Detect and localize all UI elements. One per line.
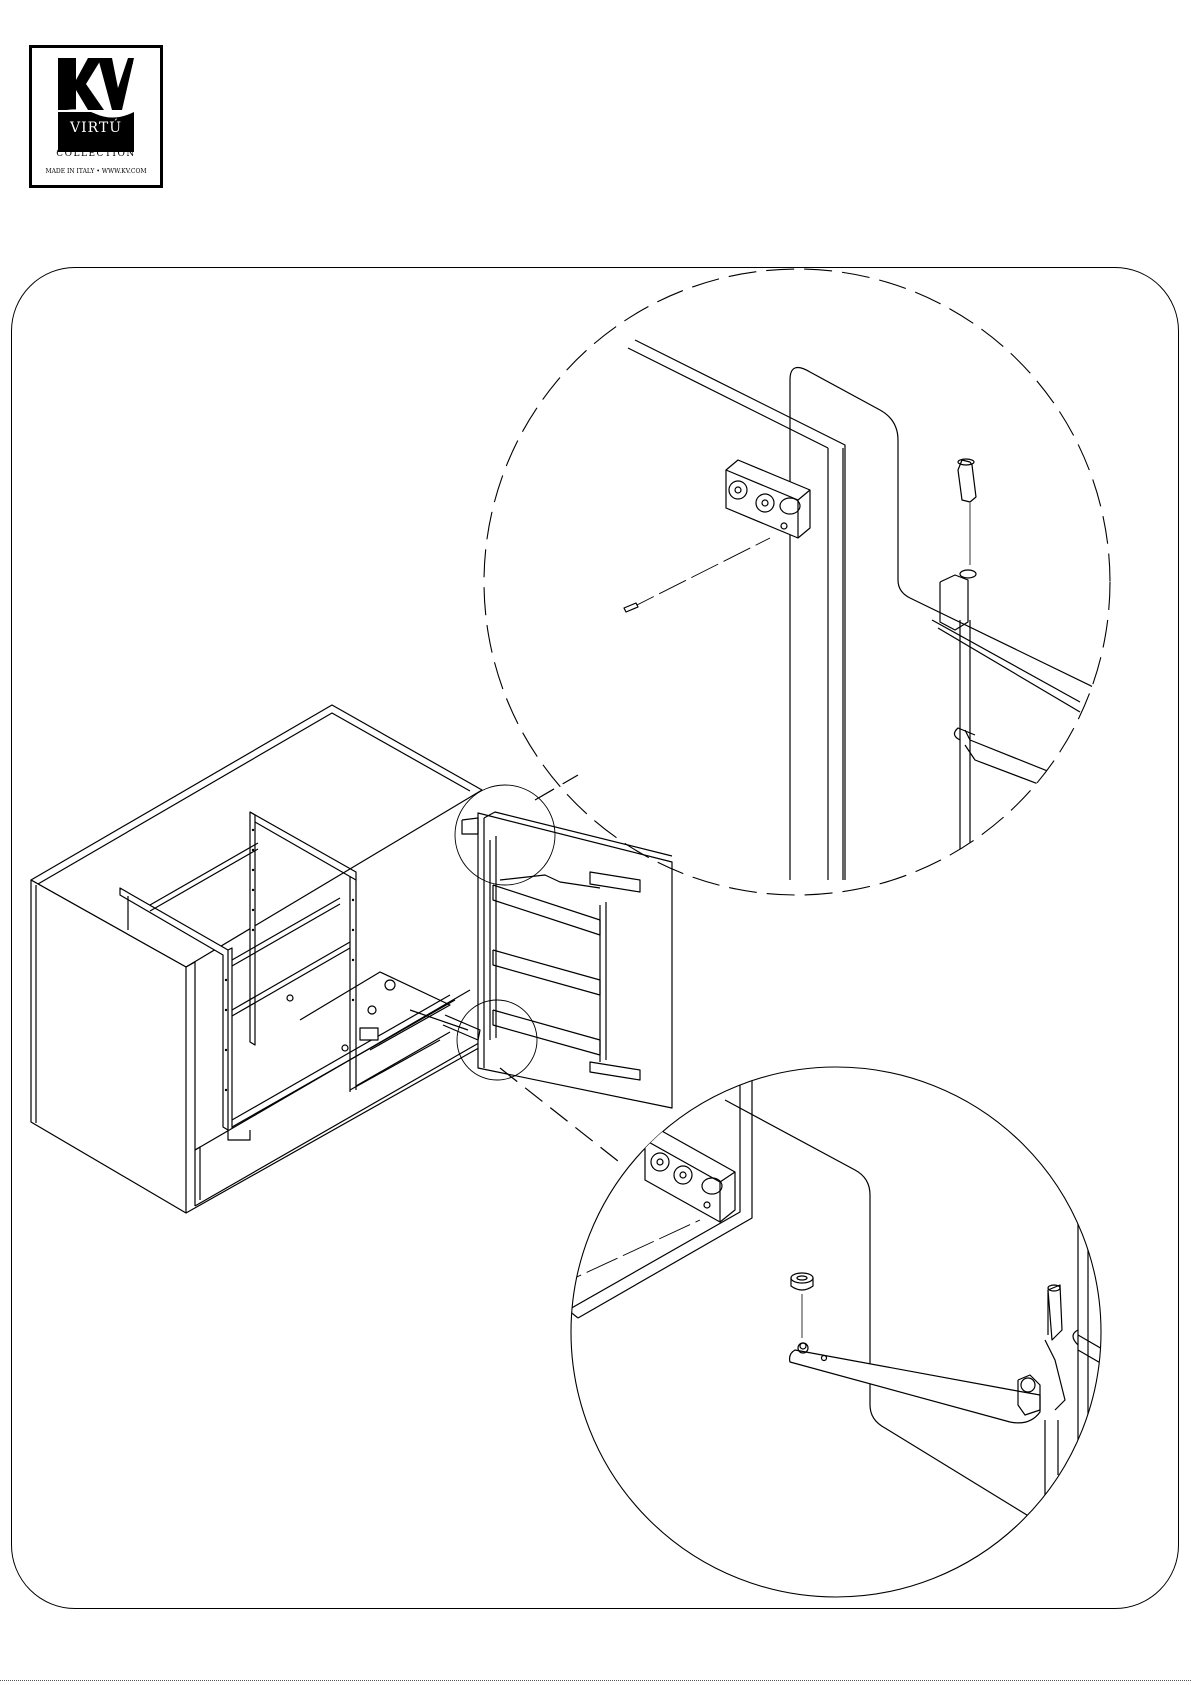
cabinet-door	[410, 812, 672, 1108]
top-detail-circle	[484, 269, 1110, 895]
top-leader-line	[535, 775, 578, 800]
page-bottom-rule	[0, 1680, 1191, 1681]
cabinet-carcass	[31, 705, 484, 1213]
top-hinge-detail	[624, 340, 1120, 880]
bottom-hinge-detail	[510, 1045, 1130, 1522]
